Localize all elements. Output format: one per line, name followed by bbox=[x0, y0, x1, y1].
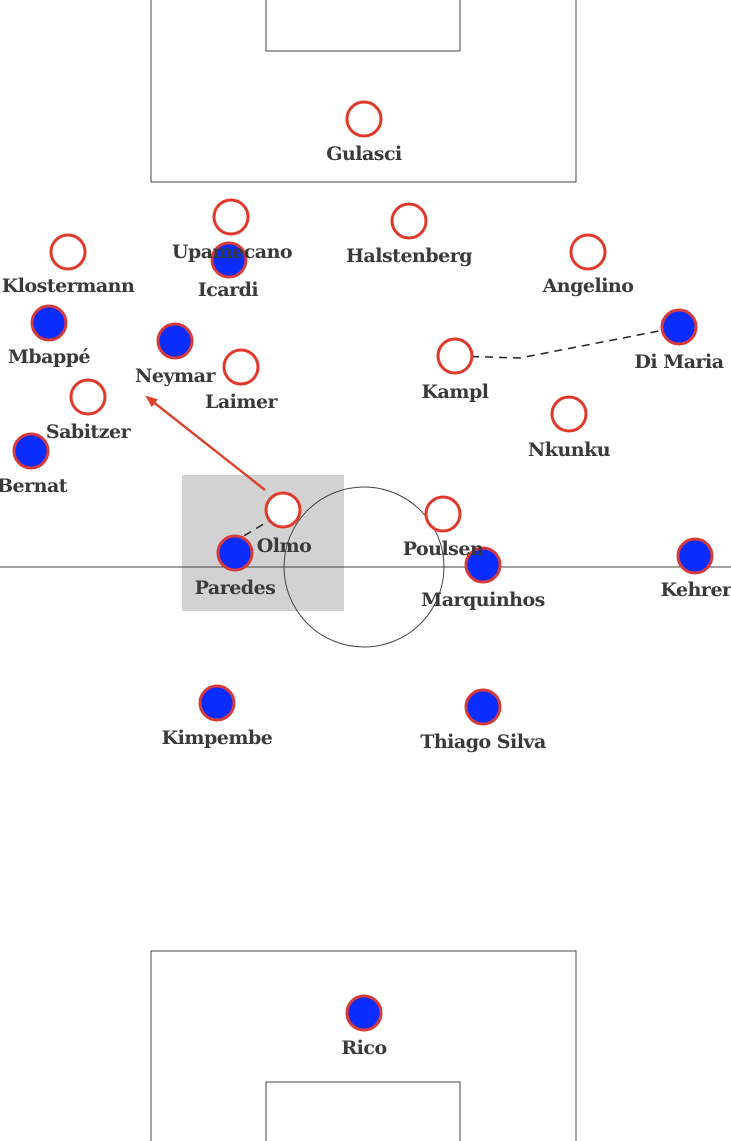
movement-lines bbox=[145, 329, 665, 541]
player-marker-bernat bbox=[12, 432, 50, 470]
player-marker-angelino bbox=[569, 233, 607, 271]
player-label-gulasci: Gulasci bbox=[326, 143, 402, 165]
player-label-marquinhos: Marquinhos bbox=[421, 589, 545, 611]
player-label-kehrer: Kehrer bbox=[660, 579, 731, 601]
player-label-laimer: Laimer bbox=[205, 391, 279, 413]
player-marker-dimaria bbox=[660, 308, 698, 346]
player-marker-olmo bbox=[264, 491, 302, 529]
top-penalty-box bbox=[150, 0, 577, 183]
player-marker-paredes bbox=[216, 534, 254, 572]
player-label-angelino: Angelino bbox=[542, 275, 634, 297]
player-marker-sabitzer bbox=[69, 378, 107, 416]
player-label-paredes: Paredes bbox=[195, 577, 276, 599]
player-label-klostermann: Klostermann bbox=[2, 275, 135, 297]
player-label-thiagosilva: Thiago Silva bbox=[420, 731, 546, 753]
player-label-icardi: Icardi bbox=[198, 279, 259, 301]
player-label-kampl: Kampl bbox=[422, 381, 489, 403]
player-label-poulsen: Poulsen bbox=[403, 538, 484, 560]
kampl-dimaria-dashed-line bbox=[456, 329, 665, 359]
player-label-sabitzer: Sabitzer bbox=[46, 421, 132, 443]
player-marker-laimer bbox=[222, 348, 260, 386]
bottom-goal-box bbox=[265, 1081, 461, 1141]
player-label-nkunku: Nkunku bbox=[528, 439, 611, 461]
centre-circle bbox=[283, 486, 445, 648]
player-marker-poulsen bbox=[424, 495, 462, 533]
player-marker-kimpembe bbox=[198, 684, 236, 722]
players-layer bbox=[12, 100, 714, 1032]
player-marker-icardi bbox=[210, 241, 248, 279]
player-marker-klostermann bbox=[49, 233, 87, 271]
player-marker-halstenberg bbox=[390, 202, 428, 240]
player-label-mbappe: Mbappé bbox=[8, 346, 91, 368]
player-label-kimpembe: Kimpembe bbox=[162, 727, 273, 749]
player-marker-neymar bbox=[156, 322, 194, 360]
highlight-zone bbox=[182, 475, 344, 611]
player-label-halstenberg: Halstenberg bbox=[346, 245, 472, 267]
player-marker-rico bbox=[345, 994, 383, 1032]
player-marker-thiagosilva bbox=[464, 688, 502, 726]
player-label-upamecano: Upamecano bbox=[172, 241, 292, 263]
pass-arrow bbox=[145, 395, 266, 491]
olmo-paredes-dashed-line bbox=[236, 509, 288, 541]
player-marker-kehrer bbox=[676, 537, 714, 575]
top-goal-box bbox=[265, 0, 461, 52]
player-marker-mbappe bbox=[30, 304, 68, 342]
player-marker-gulasci bbox=[345, 100, 383, 138]
player-label-bernat: Bernat bbox=[0, 475, 68, 497]
player-label-neymar: Neymar bbox=[135, 365, 216, 387]
player-marker-marquinhos bbox=[464, 546, 502, 584]
player-label-rico: Rico bbox=[341, 1037, 386, 1059]
bottom-penalty-box bbox=[150, 950, 577, 1141]
player-label-dimaria: Di Maria bbox=[634, 351, 723, 373]
player-label-olmo: Olmo bbox=[257, 535, 312, 557]
player-marker-kampl bbox=[436, 337, 474, 375]
player-marker-upamecano bbox=[212, 198, 250, 236]
player-marker-nkunku bbox=[550, 395, 588, 433]
